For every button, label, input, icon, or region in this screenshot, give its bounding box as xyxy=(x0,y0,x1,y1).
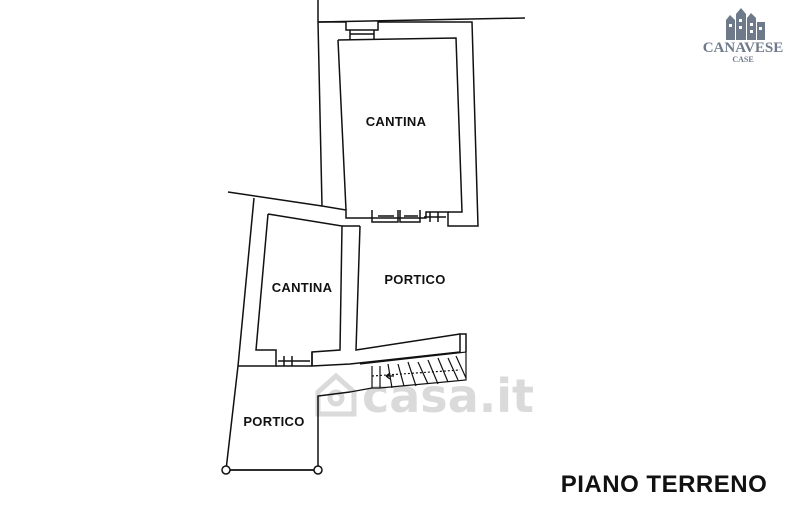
lower-wall-outer xyxy=(225,197,351,471)
portico-lower-edge xyxy=(276,352,313,367)
boundary-left-top xyxy=(227,191,323,207)
upper-wall-outer xyxy=(317,0,479,227)
upper-niche xyxy=(349,30,375,40)
room-label-cantina-upper: CANTINA xyxy=(366,114,427,129)
upper-wall-inner xyxy=(337,37,463,213)
post-right xyxy=(313,465,323,475)
room-label-portico-right: PORTICO xyxy=(384,272,445,287)
post-left xyxy=(221,465,231,475)
door-upper-mark xyxy=(424,212,446,222)
walls xyxy=(225,0,526,471)
door-upper xyxy=(371,210,421,223)
room-label-portico-lower: PORTICO xyxy=(243,414,304,429)
staircase xyxy=(349,351,467,393)
logo: CANAVESE CASE xyxy=(703,8,784,64)
boundary-top xyxy=(317,17,526,23)
floor-title: PIANO TERRENO xyxy=(561,471,768,498)
stair-arrow-icon xyxy=(385,372,394,380)
logo-sub: CASE xyxy=(732,55,753,64)
watermark: casa.it xyxy=(315,369,534,423)
door-lower xyxy=(278,356,310,366)
corner-posts xyxy=(221,465,323,475)
lower-cantina-outer-right xyxy=(355,225,461,351)
logo-name: CANAVESE xyxy=(703,40,784,56)
step-edge xyxy=(311,333,467,367)
room-label-cantina-lower: CANTINA xyxy=(272,280,333,295)
